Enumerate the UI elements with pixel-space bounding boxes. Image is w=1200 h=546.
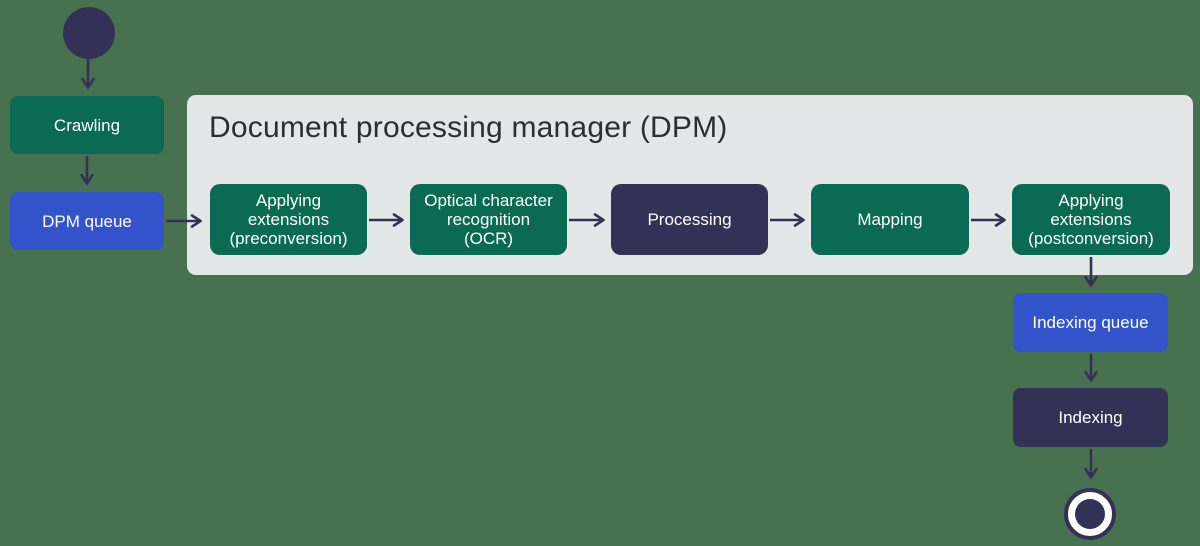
node-label: Processing xyxy=(647,210,732,229)
end-node-inner-circle xyxy=(1075,499,1105,529)
node-applying-extensions-preconversion: Applying extensions (preconversion) xyxy=(210,184,367,255)
node-label: Applying extensions (preconversion) xyxy=(229,191,348,248)
node-label: DPM queue xyxy=(42,211,132,231)
node-indexing: Indexing xyxy=(1013,388,1168,447)
node-dpm-queue: DPM queue xyxy=(10,192,164,250)
node-label: Crawling xyxy=(53,115,121,135)
node-label: Applying extensions (postconversion) xyxy=(1028,191,1154,248)
node-processing: Processing xyxy=(611,184,768,255)
node-applying-extensions-postconversion: Applying extensions (postconversion) xyxy=(1012,184,1170,255)
panel-title: Document processing manager (DPM) xyxy=(209,111,728,144)
node-label: Optical character recognition (OCR) xyxy=(424,191,553,248)
start-node-icon xyxy=(63,7,115,59)
node-indexing-queue: Indexing queue xyxy=(1013,293,1168,352)
node-label: Indexing queue xyxy=(1032,313,1149,332)
node-label: Indexing xyxy=(1058,408,1123,427)
node-crawling: Crawling xyxy=(10,96,164,154)
node-mapping: Mapping xyxy=(811,184,969,255)
end-node-icon xyxy=(1064,488,1116,540)
node-optical-character-recognition: Optical character recognition (OCR) xyxy=(410,184,567,255)
node-label: Mapping xyxy=(857,210,923,229)
